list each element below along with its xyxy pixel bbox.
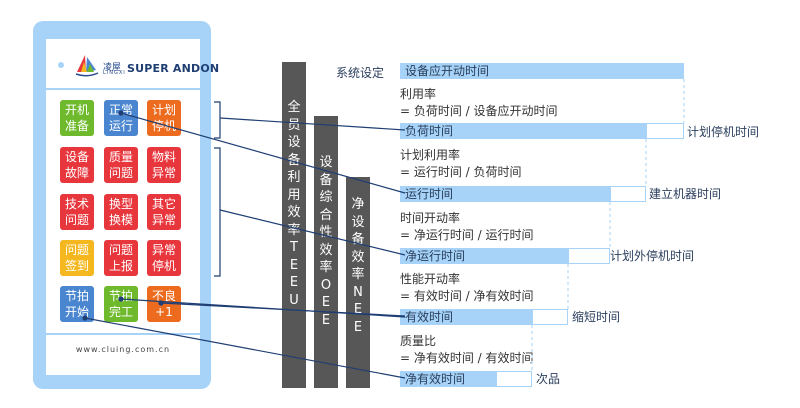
formula-expression: = 有效时间 / 净有效时间: [400, 289, 534, 303]
level-bar-label: 负荷时间: [405, 124, 454, 138]
formula-expression: = 运行时间 / 负荷时间: [400, 165, 522, 179]
logo-english-text: LINGXI: [103, 70, 126, 76]
loss-box: [496, 371, 532, 387]
level-bar-label: 净运行时间: [405, 249, 466, 263]
loss-label-speed-loss: 缩短时间: [572, 310, 621, 324]
level-bar-planned-time: [400, 63, 684, 79]
button-normal-run[interactable]: 正常 运行: [104, 100, 138, 136]
loss-box: [532, 309, 568, 325]
formula-expression: = 净运行时间 / 运行时间: [400, 228, 534, 242]
level-bar-net-run-time: [400, 248, 568, 264]
button-takt-start[interactable]: 节拍 开始: [60, 286, 94, 322]
loss-label-setup: 建立机器时间: [649, 187, 722, 201]
level-bar-load-time: [400, 123, 646, 139]
level-bar-net-effective-time: [400, 371, 496, 387]
button-planned-stop[interactable]: 计划 停机: [147, 100, 181, 136]
oee-label: 设 备 综 合 性 效 率 O E E: [319, 155, 333, 328]
loss-box: [610, 186, 646, 202]
level-bar-run-time: [400, 186, 610, 202]
panel-divider-top: [46, 88, 200, 90]
level-bar-effective-time: [400, 309, 532, 325]
button-issue-report[interactable]: 问题 上报: [104, 240, 138, 276]
brackets: [214, 101, 221, 277]
button-takt-complete[interactable]: 节拍 完工: [104, 286, 138, 322]
formula-name: 时间开动率: [400, 211, 461, 225]
formula-expression: = 负荷时间 / 设备应开动时间: [400, 104, 558, 118]
system-setting-label: 系统设定: [336, 66, 385, 80]
button-issue-checkin[interactable]: 问题 签到: [60, 240, 94, 276]
button-start-prep[interactable]: 开机 准备: [60, 100, 94, 136]
button-tech-issue[interactable]: 技术 问题: [60, 194, 94, 230]
formula-name: 利用率: [400, 87, 437, 101]
teeu-label: 全 员 设 备 利 用 效 率 T E E U: [287, 100, 301, 308]
formula-expression: = 净有效时间 / 有效时间: [400, 351, 534, 365]
logo-chinese-text: 凌屋: [103, 63, 122, 73]
button-equipment-fault[interactable]: 设备 故障: [60, 147, 94, 183]
formula-name: 性能开动率: [400, 272, 461, 286]
button-changeover[interactable]: 换型 换模: [104, 194, 138, 230]
button-material-abnormal[interactable]: 物料 异常: [147, 147, 181, 183]
level-bar-label: 有效时间: [405, 310, 454, 324]
website-url: www.cluing.com.cn: [75, 345, 171, 354]
panel-divider-bottom: [46, 333, 200, 335]
level-bar-label: 运行时间: [405, 187, 454, 201]
indicator-dot: [58, 62, 64, 68]
level-bar-label: 设备应开动时间: [405, 64, 490, 78]
level-bar-label: 净有效时间: [405, 372, 466, 386]
button-other-abnormal[interactable]: 其它 异常: [147, 194, 181, 230]
loss-box: [646, 123, 684, 139]
nee-label: 净 设 备 效 率 N E E: [351, 197, 365, 335]
button-abnormal-stop[interactable]: 异常 停机: [147, 240, 181, 276]
button-defect-plus-one[interactable]: 不良 +1: [147, 286, 181, 322]
button-quality-issue[interactable]: 质量 问题: [104, 147, 138, 183]
loss-box: [568, 248, 610, 264]
loss-label-defects: 次品: [536, 372, 561, 386]
sail-logo-icon: [75, 55, 99, 77]
loss-label-unplanned-stop: 计划外停机时间: [610, 249, 695, 263]
formula-name: 计划利用率: [400, 148, 461, 162]
formula-name: 质量比: [400, 334, 437, 348]
loss-label-planned-stop: 计划停机时间: [687, 125, 760, 139]
brand-name: SUPER ANDON: [127, 62, 220, 75]
